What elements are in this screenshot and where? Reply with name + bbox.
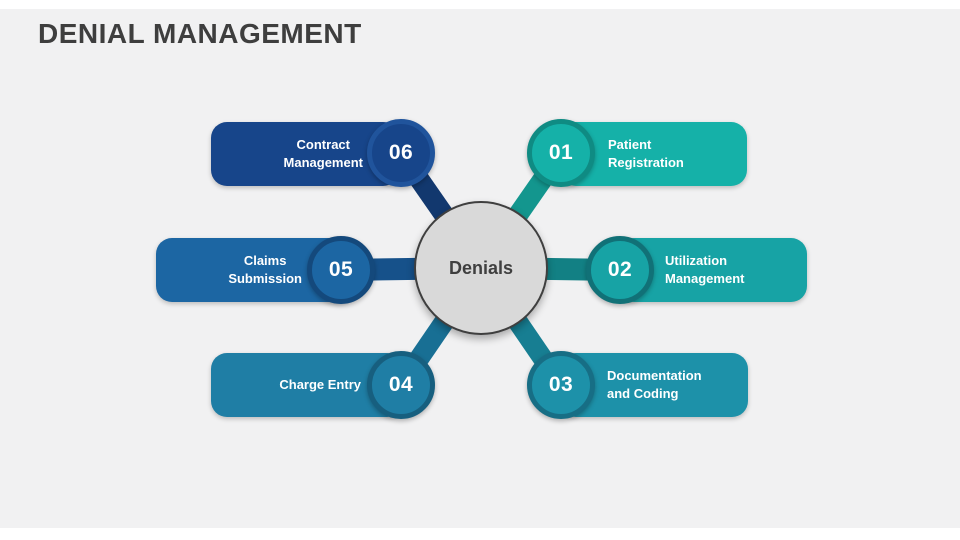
node-label-contract-management: Contract Management bbox=[283, 136, 363, 170]
node-number-03: 03 bbox=[548, 373, 574, 396]
node-number-04: 04 bbox=[388, 373, 414, 396]
center-circle: Denials bbox=[414, 201, 548, 335]
node-label-charge-entry: Charge Entry bbox=[279, 376, 361, 392]
center-label: Denials bbox=[448, 257, 514, 278]
node-number-02: 02 bbox=[607, 258, 633, 281]
node-label-documentation-coding: Documentation and Coding bbox=[607, 367, 702, 401]
node-badge-05: 05 bbox=[307, 236, 375, 304]
node-badge-03: 03 bbox=[527, 351, 595, 419]
node-badge-02: 02 bbox=[586, 236, 654, 304]
node-label-claims-submission: Claims Submission bbox=[228, 252, 302, 286]
node-badge-06: 06 bbox=[367, 119, 435, 187]
node-number-05: 05 bbox=[328, 258, 354, 281]
node-badge-04: 04 bbox=[367, 351, 435, 419]
node-badge-01: 01 bbox=[527, 119, 595, 187]
slide: DENIAL MANAGEMENT Contract Management Pa… bbox=[0, 9, 960, 528]
node-pill-utilization-management: Utilization Management bbox=[618, 238, 807, 302]
node-number-06: 06 bbox=[388, 141, 414, 164]
page-title: DENIAL MANAGEMENT bbox=[38, 18, 362, 49]
node-number-01: 01 bbox=[548, 141, 574, 164]
node-label-utilization-management: Utilization Management bbox=[665, 252, 745, 286]
node-label-patient-registration: Patient Registration bbox=[608, 136, 684, 170]
